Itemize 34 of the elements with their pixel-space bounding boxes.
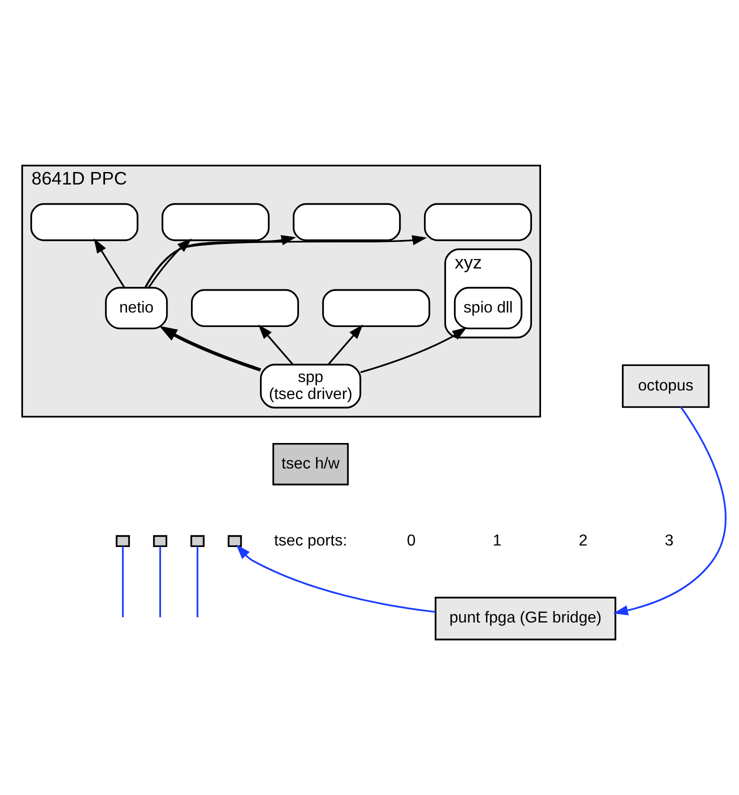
node-ellipse	[424, 202, 532, 241]
node-box: octopus	[622, 364, 710, 408]
arrow	[144, 234, 296, 288]
node-box: spio dll	[454, 286, 522, 329]
node-box: punt fpga (GE bridge)	[434, 596, 616, 640]
label: 2	[578, 532, 588, 549]
node-box	[228, 534, 242, 547]
node-ellipse	[292, 202, 401, 241]
arrow	[613, 406, 726, 615]
label: tsec ports:	[274, 532, 348, 549]
node-ellipse	[162, 202, 270, 241]
label: 3	[664, 532, 674, 549]
arrow	[328, 324, 363, 364]
node-ellipse	[322, 288, 430, 327]
node-box: netio	[105, 286, 168, 329]
label: 0	[406, 532, 416, 549]
arrow	[258, 324, 294, 364]
arrow	[94, 238, 126, 288]
arrow	[236, 544, 436, 612]
node-box: spp (tsec driver)	[260, 363, 362, 408]
label: 1	[492, 532, 502, 549]
arrow	[360, 326, 467, 373]
node-box	[153, 534, 168, 547]
arrow	[159, 325, 262, 372]
connector	[122, 546, 124, 617]
node-box	[116, 534, 130, 547]
connector	[159, 546, 161, 617]
arrow	[148, 238, 192, 288]
node-box: tsec h/w	[272, 442, 349, 485]
arrow	[144, 234, 427, 288]
node-ellipse	[30, 202, 138, 241]
node-ellipse	[190, 288, 299, 327]
connector	[196, 546, 198, 617]
node-box	[190, 534, 205, 547]
